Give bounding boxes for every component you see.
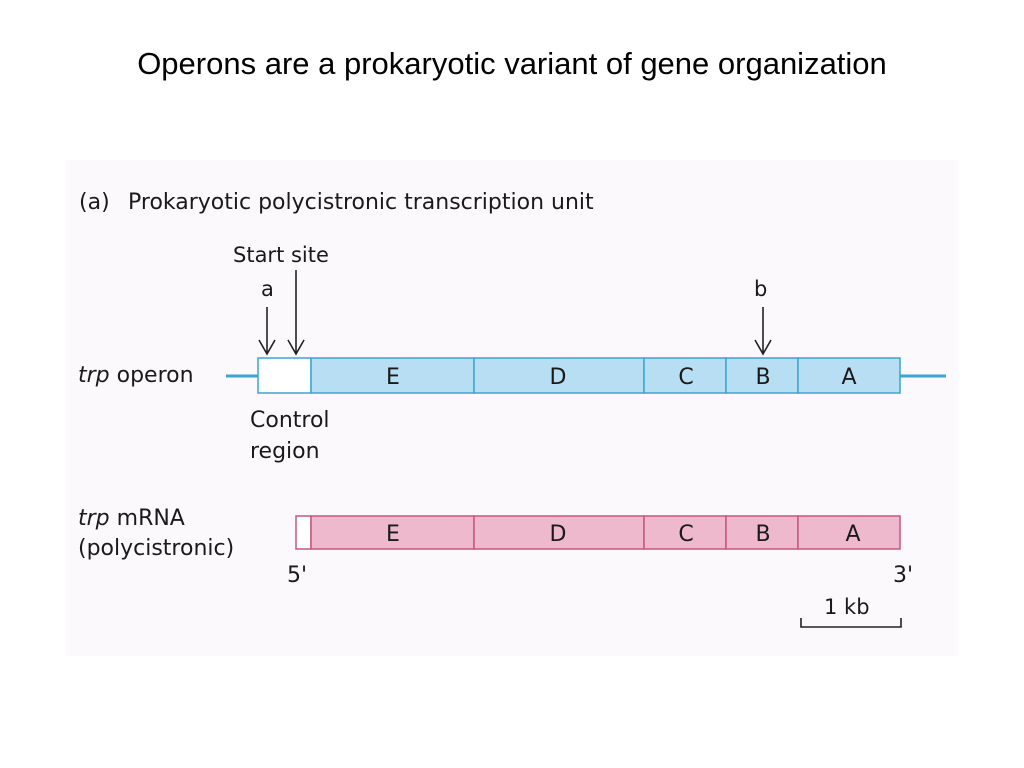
three-prime-label: 3' xyxy=(893,563,913,588)
mrna-gene-label: B xyxy=(755,522,770,547)
mrna-leader-box xyxy=(295,515,312,550)
gene-A-segment xyxy=(797,357,901,394)
scale-bar xyxy=(800,618,902,628)
control-region-label-line2: region xyxy=(250,439,320,464)
mrna-label: trp mRNA xyxy=(78,506,185,531)
gene-E-segment xyxy=(310,357,475,394)
operon-genes: E D C B A xyxy=(310,357,901,394)
mrna-label-line2: (polycistronic) xyxy=(78,536,234,561)
operon-gene-label: C xyxy=(678,365,693,390)
marker-a-label: a xyxy=(261,277,274,301)
arrows xyxy=(258,270,772,356)
panel-label: (a) xyxy=(79,190,110,215)
figure-panel xyxy=(66,160,958,656)
mrna-gene-label: D xyxy=(550,522,567,547)
mrna-gene-label: E xyxy=(386,522,400,547)
start-site-label: Start site xyxy=(233,243,329,267)
operon-label: trp operon xyxy=(78,363,194,388)
slide-title: Operons are a prokaryotic variant of gen… xyxy=(137,46,887,81)
mrna-E-segment xyxy=(310,515,475,550)
mrna-genes: E D C B A xyxy=(310,515,901,550)
gene-B-segment xyxy=(725,357,799,394)
arrow-a xyxy=(258,307,276,356)
panel-title: Prokaryotic polycistronic transcription … xyxy=(128,190,594,215)
gene-D-segment xyxy=(473,357,645,394)
arrow-b xyxy=(754,307,772,356)
operon-gene-label: D xyxy=(550,365,567,390)
operon-gene-label: A xyxy=(841,365,856,390)
operon-gene-label: E xyxy=(386,365,400,390)
mrna-D-segment xyxy=(473,515,645,550)
mrna-gene-label: A xyxy=(845,522,860,547)
control-region-label-line1: Control xyxy=(250,408,330,433)
operon-gene-label: B xyxy=(755,365,770,390)
marker-b-label: b xyxy=(754,277,767,301)
mrna-B-segment xyxy=(725,515,799,550)
mrna-A-segment xyxy=(797,515,901,550)
scale-bar-label: 1 kb xyxy=(824,595,870,619)
control-region-box xyxy=(257,357,312,394)
arrow-start-site xyxy=(287,270,305,356)
five-prime-label: 5' xyxy=(287,563,307,588)
mrna-gene-label: C xyxy=(678,522,693,547)
